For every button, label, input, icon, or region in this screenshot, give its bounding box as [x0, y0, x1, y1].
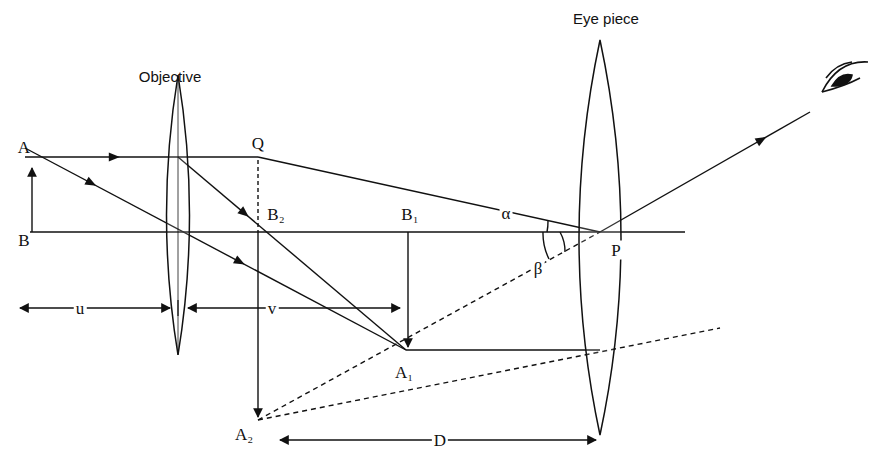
objective-lens [167, 75, 190, 355]
point-label: A [16, 138, 32, 157]
dimension-label: u [74, 299, 87, 318]
point-label: A₁ [393, 363, 415, 382]
dimension-label: v [266, 299, 279, 318]
intermediate-image-arrow [407, 232, 408, 347]
visual-angle-line [258, 157, 600, 232]
ray-arrowhead [84, 177, 98, 190]
point-label: A₂ [233, 425, 255, 444]
eyepiece-lens [579, 40, 621, 435]
dimension-label: D [432, 431, 448, 450]
emergent-ray [600, 112, 810, 232]
parallel-ray [25, 156, 258, 157]
angle-label: β [532, 259, 545, 278]
eyepiece-ray [406, 349, 600, 350]
dimension-v [188, 307, 400, 308]
angle-arc [547, 221, 548, 232]
eye-icon [822, 62, 868, 92]
final-image-arrow [257, 232, 258, 417]
ray-arrowhead [237, 206, 251, 220]
ray-arrowhead [755, 133, 769, 146]
angle-arc [560, 232, 565, 252]
point-label: B [16, 231, 31, 250]
angle-label: α [500, 204, 513, 223]
lens-name: Objective [137, 68, 204, 85]
point-label: Q [250, 134, 266, 153]
angle-arc [543, 232, 549, 259]
refracted-ray [178, 157, 406, 350]
central-ray [25, 148, 406, 350]
lens-axis [178, 75, 179, 355]
point-label: B₁ [399, 205, 420, 224]
lens-name: Eye piece [571, 10, 641, 27]
object-arrow [31, 168, 32, 232]
dashed-ray [258, 232, 600, 420]
dimension-u [20, 307, 170, 308]
point-label: P [609, 241, 622, 260]
dashed-height [257, 160, 258, 232]
ray-arrowhead [109, 153, 120, 162]
ray-arrowhead [233, 255, 247, 268]
point-label: B₂ [265, 205, 286, 224]
ray-arrows [84, 133, 768, 269]
dashed-ray [258, 328, 720, 420]
